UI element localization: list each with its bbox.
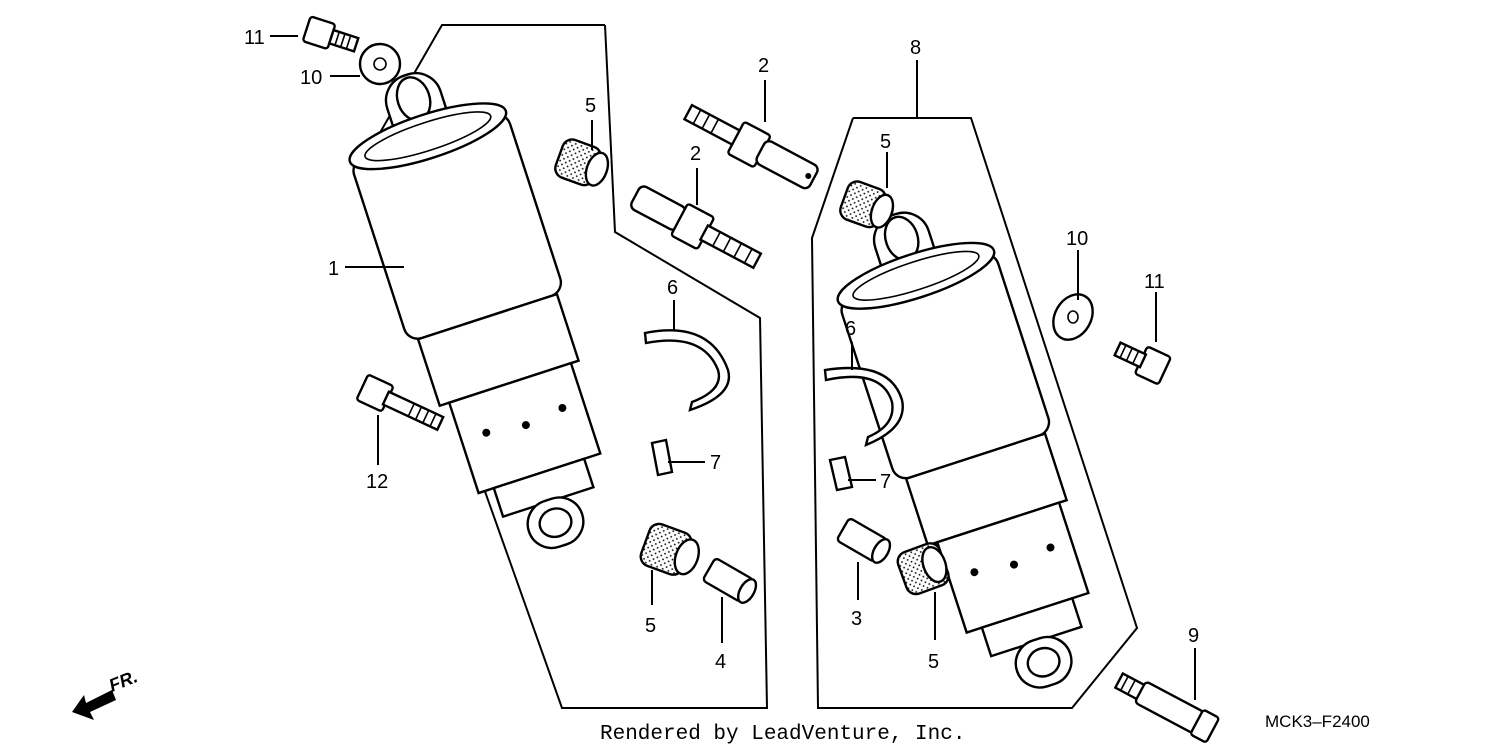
callout-12: 12	[366, 471, 388, 493]
callout-5-right-lower: 5	[928, 651, 939, 673]
washer-10-right[interactable]	[1045, 287, 1100, 347]
bolt-9[interactable]	[1113, 668, 1220, 743]
callout-7-right: 7	[880, 471, 891, 493]
right-assembly-outline	[810, 117, 1139, 709]
direction-label: FR.	[106, 666, 140, 695]
callout-5-left-upper: 5	[585, 95, 596, 117]
callout-1: 1	[328, 258, 339, 280]
footer-credit: Rendered by LeadVenture, Inc.	[600, 723, 965, 746]
label-7-left[interactable]	[650, 438, 674, 477]
callout-4: 4	[715, 651, 726, 673]
callout-7-left: 7	[710, 452, 721, 474]
diagram-code: MCK3–F2400	[1265, 712, 1370, 731]
label-7-right[interactable]	[828, 455, 854, 492]
washer-10-left[interactable]	[358, 42, 402, 86]
collar-4[interactable]	[702, 558, 759, 606]
callout-5-right-upper: 5	[880, 131, 891, 153]
callout-2-lower: 2	[690, 143, 701, 165]
callout-9: 9	[1188, 625, 1199, 647]
callout-11-right: 11	[1144, 271, 1165, 293]
ring-6-left[interactable]	[643, 329, 731, 412]
bushing-5-left-lower[interactable]	[638, 521, 705, 581]
stud-bolt-2-lower[interactable]	[627, 180, 766, 277]
callout-6-left: 6	[667, 277, 678, 299]
left-assembly-outline	[364, 24, 769, 709]
bushing-5-right-upper[interactable]	[837, 179, 898, 234]
callout-10-right: 10	[1066, 228, 1088, 250]
callout-8: 8	[910, 37, 921, 59]
bolt-11-right[interactable]	[1111, 335, 1172, 385]
callout-11-left: 11	[244, 27, 265, 49]
front-direction-arrow-icon: FR.	[72, 666, 140, 720]
bushing-5-left-upper[interactable]	[552, 137, 613, 192]
bolt-12[interactable]	[356, 374, 446, 436]
collar-3[interactable]	[836, 518, 893, 566]
callout-10-left: 10	[300, 67, 322, 89]
right-shock-absorber[interactable]	[818, 189, 1127, 711]
callout-5-left-lower: 5	[645, 615, 656, 637]
bushing-5-right-lower[interactable]	[895, 540, 952, 597]
left-shock-absorber[interactable]	[330, 49, 639, 571]
callout-2-upper: 2	[758, 55, 769, 77]
ring-6-right[interactable]	[823, 366, 904, 447]
bolt-11-left[interactable]	[302, 15, 360, 57]
callout-3: 3	[851, 608, 862, 630]
callout-6-right: 6	[845, 318, 856, 340]
stud-bolt-2-upper[interactable]	[680, 96, 822, 194]
